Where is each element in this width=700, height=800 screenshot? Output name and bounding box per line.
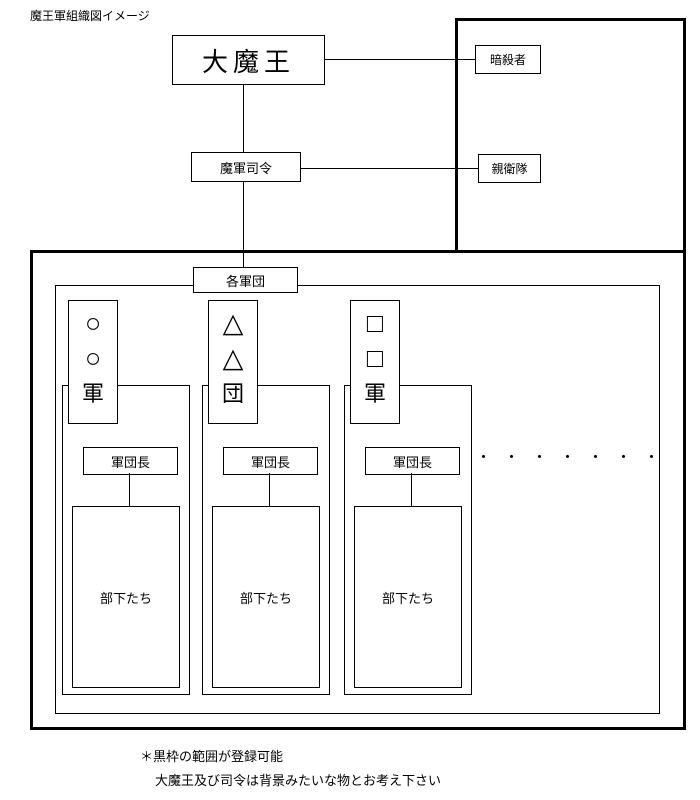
node-corps-leader: 軍団長 xyxy=(223,447,318,475)
corps-symbol: □ xyxy=(366,308,384,338)
node-demon-king: 大魔王 xyxy=(172,35,325,85)
corps-group-triangle: △ △ 団 軍団長 部下たち xyxy=(202,300,330,695)
corps-symbol: △ xyxy=(222,343,244,373)
node-corps-header: 各軍団 xyxy=(193,267,298,293)
node-corps-leader: 軍団長 xyxy=(365,447,460,475)
node-assassin: 暗殺者 xyxy=(475,45,541,74)
corps-symbol: □ xyxy=(366,343,384,373)
connector-leader-members xyxy=(411,473,412,506)
node-corps-members: 部下たち xyxy=(354,506,462,688)
node-army-commander: 魔軍司令 xyxy=(191,152,301,182)
node-corps-members: 部下たち xyxy=(72,506,180,688)
registrable-frame-bottom xyxy=(30,250,686,730)
corps-symbol: △ xyxy=(222,308,244,338)
connector-king-assassin xyxy=(325,59,475,60)
footnote-line-1: ＊黒枠の範囲が登録可能 xyxy=(140,749,284,764)
connector-commander-guard xyxy=(301,168,478,169)
registrable-frame-top-right xyxy=(455,18,686,250)
node-royal-guard: 親衛隊 xyxy=(478,154,541,183)
corps-group-square: □ □ 軍 軍団長 部下たち xyxy=(344,300,472,695)
connector-leader-members xyxy=(129,473,130,506)
corps-group-circle: ○ ○ 軍 軍団長 部下たち xyxy=(62,300,190,695)
corps-kanji: 軍 xyxy=(363,381,386,406)
corps-symbol: ○ xyxy=(84,308,102,338)
connector-king-commander xyxy=(243,85,244,152)
connector-commander-corps xyxy=(243,182,244,267)
corps-group-triangle-label: △ △ 団 xyxy=(208,300,258,424)
corps-kanji: 軍 xyxy=(81,381,104,406)
node-corps-members: 部下たち xyxy=(212,506,320,688)
connector-leader-members xyxy=(269,473,270,506)
node-corps-leader: 軍団長 xyxy=(83,447,178,475)
corps-group-circle-label: ○ ○ 軍 xyxy=(68,300,118,424)
footnote-line-2: 大魔王及び司令は背景みたいな物とお考え下さい xyxy=(155,773,442,788)
page-title: 魔王軍組織図イメージ xyxy=(30,9,150,23)
corps-group-square-label: □ □ 軍 xyxy=(350,300,400,424)
corps-symbol: ○ xyxy=(84,343,102,373)
more-groups-ellipsis: ・・・・・・・ xyxy=(476,449,673,466)
corps-kanji: 団 xyxy=(221,381,244,406)
